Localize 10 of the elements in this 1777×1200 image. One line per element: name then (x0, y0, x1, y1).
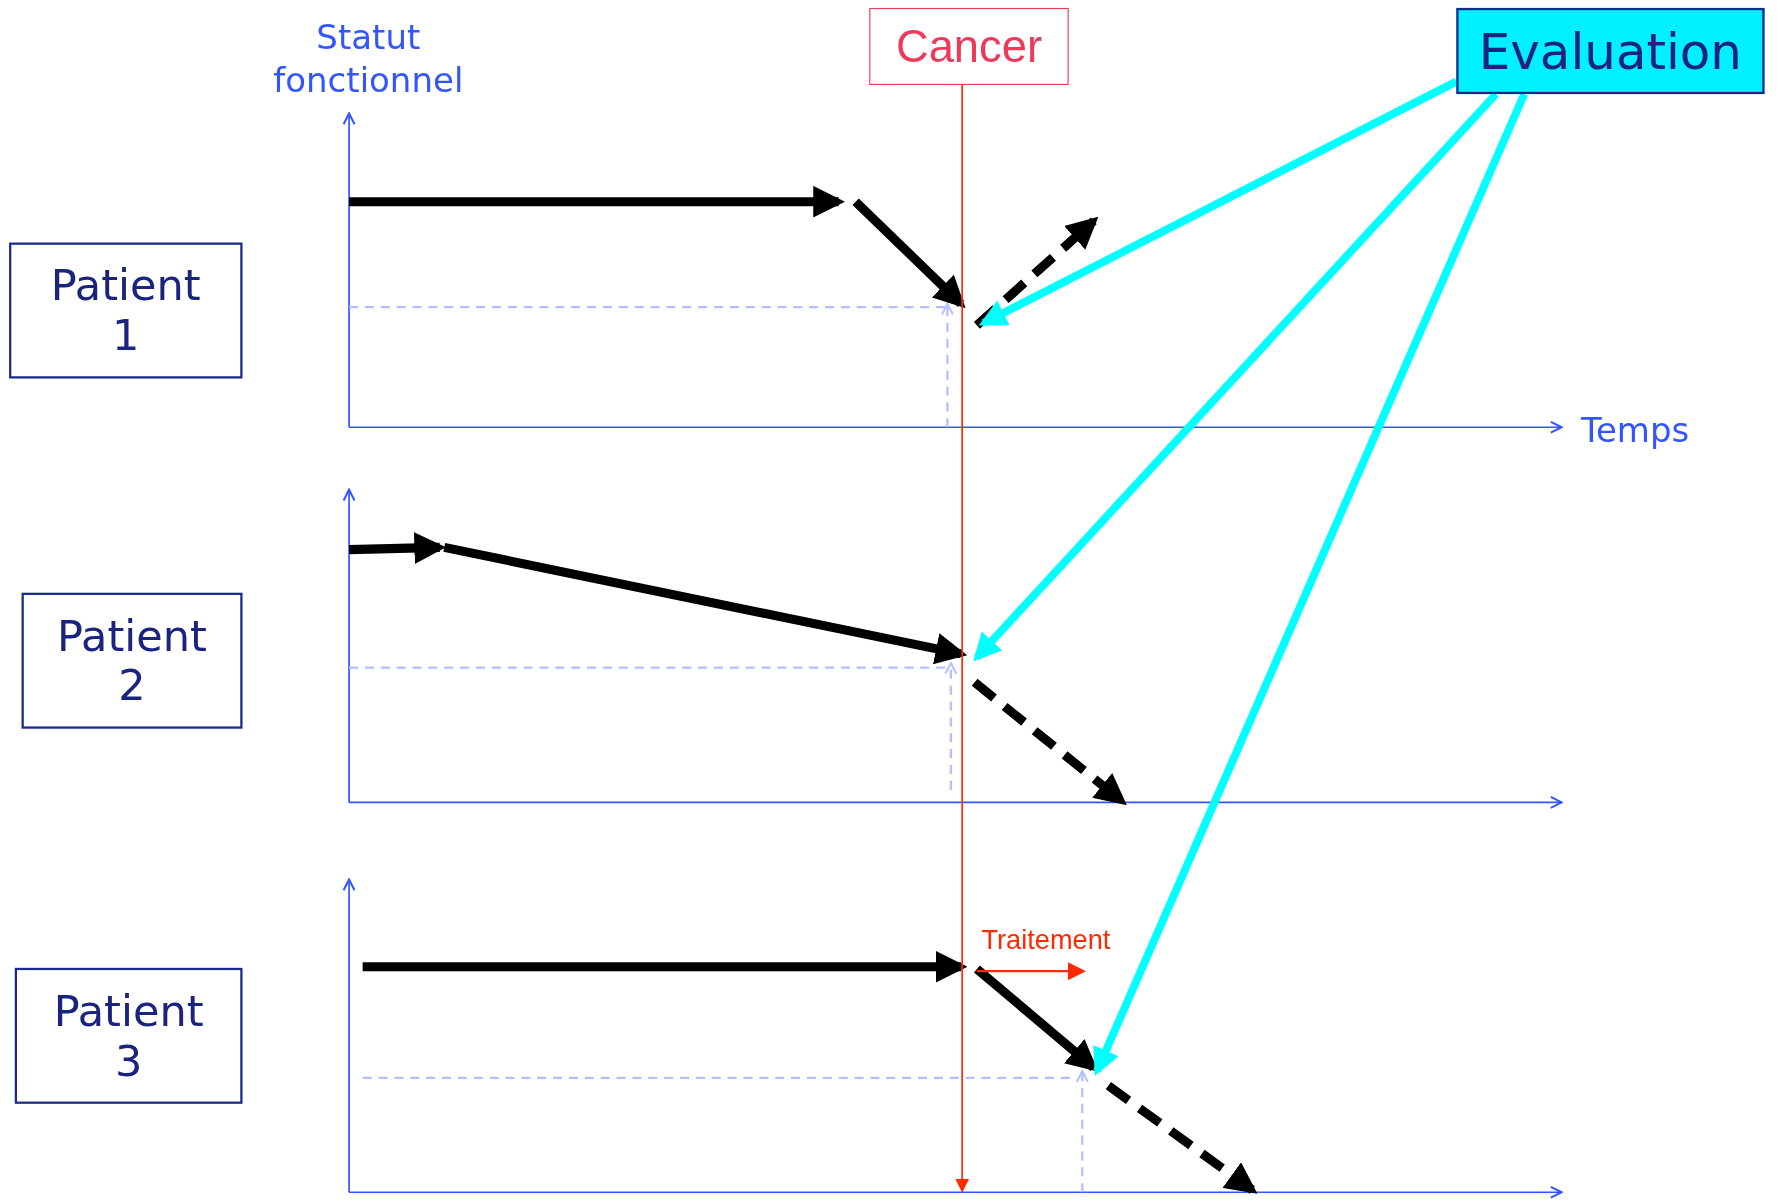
label-box: Cancer (869, 7, 1069, 85)
marker-line (955, 84, 969, 1193)
annotation-label: Traitement (981, 923, 1111, 956)
label-box: Evaluation (1456, 7, 1765, 95)
patient-box: Patient 2 (21, 592, 243, 729)
arrow (1093, 92, 1528, 1077)
patient-box: Patient 1 (9, 242, 243, 379)
axis-label: Statut fonctionnel (272, 16, 465, 101)
axis-label: Temps (1580, 410, 1690, 450)
patient-box: Patient 3 (14, 967, 243, 1104)
